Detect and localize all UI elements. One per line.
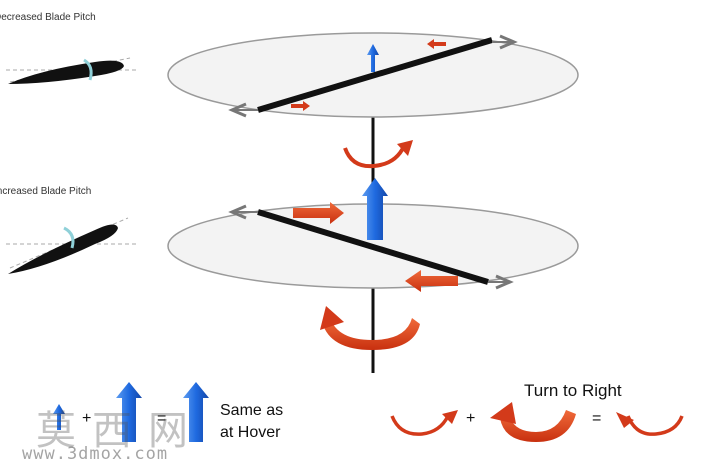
turn-result-rotation-arrow — [626, 415, 684, 436]
at-hover-label: at Hover — [220, 424, 281, 441]
equation-plus-sign: + — [82, 410, 92, 427]
increased-pitch-rotation-icon — [63, 226, 75, 249]
upper-lift-arrow — [367, 44, 379, 72]
lower-rotation-arrow-head — [320, 306, 344, 330]
lower-flow-arrow-top — [293, 202, 344, 224]
turn-result-rotation-arrow-head — [616, 412, 634, 428]
upper-flow-arrow-bottom — [291, 101, 310, 111]
lower-rotor — [167, 178, 579, 292]
lower-rotation-arrow — [322, 318, 420, 350]
upper-rotor-blade — [257, 37, 493, 113]
turn-to-right-label: Turn to Right — [524, 381, 622, 400]
upper-flow-arrow-top — [427, 39, 446, 49]
increased-pitch-airfoil — [6, 217, 136, 274]
lower-rotor-blade — [257, 209, 489, 285]
watermark-logo-text: 莫西网 — [36, 408, 204, 454]
upper-rotation-arrow — [343, 145, 406, 169]
same-as-label: Same as — [220, 402, 284, 419]
equation-lift-arrow-a — [116, 382, 142, 442]
equation-small-lift-arrow — [53, 404, 65, 430]
decreased-pitch-label: Decreased Blade Pitch — [0, 12, 96, 23]
turn-large-rotation-arrow-head — [490, 402, 516, 424]
increased-pitch-blade-shape — [8, 224, 118, 274]
upper-rotor — [167, 32, 579, 118]
watermark-url: www.3dmox.com — [22, 444, 169, 464]
equation-lift-arrow-b — [183, 382, 209, 442]
upper-rotation-arrow-head — [397, 140, 413, 156]
turn-large-rotation-arrow — [500, 410, 576, 442]
lower-lift-arrow — [362, 178, 388, 240]
decreased-pitch-airfoil — [6, 57, 136, 84]
turn-small-rotation-arrow — [390, 415, 450, 436]
increased-pitch-label: Increased Blade Pitch — [0, 186, 92, 197]
turn-plus-sign: + — [466, 410, 476, 427]
equation-equals-sign: = — [157, 410, 167, 427]
decreased-pitch-blade-shape — [8, 60, 124, 84]
turn-equals-sign: = — [592, 410, 602, 427]
decreased-pitch-rotation-icon — [83, 58, 93, 81]
lower-flow-arrow-bottom — [405, 270, 458, 292]
turn-small-rotation-arrow-head — [442, 410, 458, 424]
